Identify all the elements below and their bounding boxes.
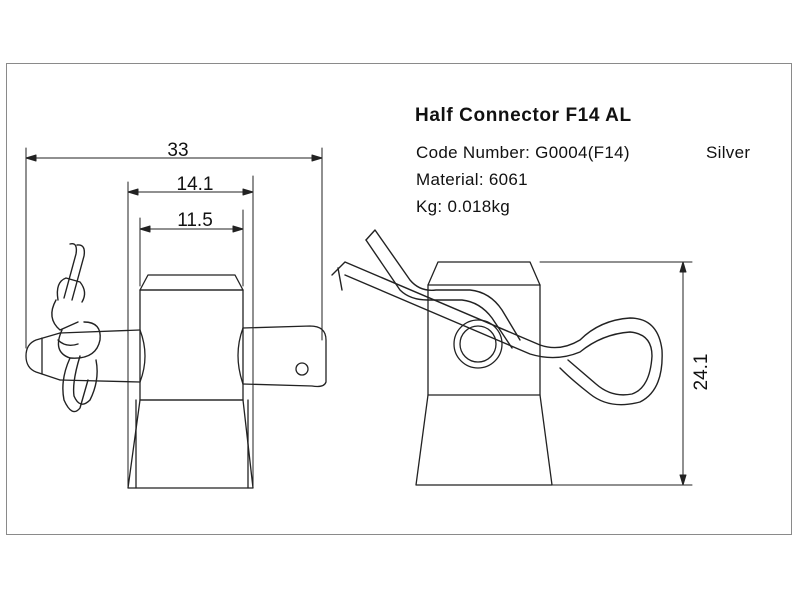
connector-body-front [127, 274, 254, 489]
code-number-line: Code Number: G0004(F14) [416, 143, 630, 162]
dimension-top-width [139, 209, 244, 287]
dim-label-overall: 33 [167, 140, 188, 161]
drawing-frame [6, 63, 792, 535]
product-title: Half Connector F14 AL [415, 105, 632, 126]
dimension-height [539, 261, 693, 486]
dim-label-body: 14.1 [177, 174, 214, 195]
spring-clip-front [51, 243, 101, 413]
pin-front [25, 325, 327, 388]
dimension-overall-width [25, 147, 323, 349]
connector-body-side [415, 261, 553, 486]
front-view: 33 14.1 11.5 [25, 140, 327, 489]
pin-head-side [453, 319, 503, 369]
dim-label-top: 11.5 [177, 210, 213, 231]
dimension-body-width [127, 175, 254, 489]
color-label: Silver [706, 143, 751, 162]
spring-clip-side [331, 229, 663, 406]
side-view: 24.1 [331, 229, 712, 486]
weight-line: Kg: 0.018kg [416, 197, 511, 216]
material-line: Material: 6061 [416, 170, 528, 189]
dim-label-height: 24.1 [691, 354, 712, 391]
